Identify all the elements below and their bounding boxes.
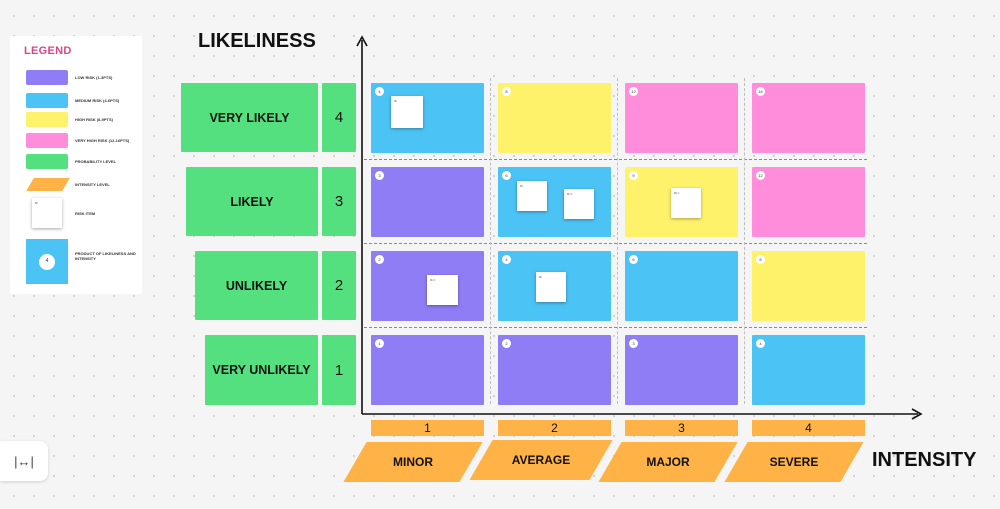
intensity-label-text: MINOR [393,455,433,469]
intensity-value-2[interactable]: 2 [498,420,611,436]
risk-item-note[interactable]: Ri [536,272,566,302]
cell-product: 3 [629,339,638,348]
likeliness-value-3[interactable]: 3 [322,167,356,236]
legend-label: RISK ITEM [75,211,96,216]
legend-swatch [26,133,68,148]
cell-product: 3 [375,171,384,180]
cell-product: 4 [502,255,511,264]
legend-swatch [26,154,68,169]
legend-label: LOW RISK (1-3pts) [75,75,113,80]
intensity-label-major[interactable]: MAJOR [598,442,738,482]
risk-cell[interactable]: 4 [752,335,865,405]
legend-label: MEDIUM RISK (4-6pts) [75,98,120,103]
legend-label: HIGH RISK (8-9pts) [75,117,114,122]
risk-cell[interactable]: 12 [625,83,738,153]
legend-panel: LEGEND LOW RISK (1-3pts) MEDIUM RISK (4-… [10,36,142,294]
likeliness-value-1[interactable]: 1 [322,335,356,405]
cell-product: 9 [629,171,638,180]
y-axis-arrowhead [356,35,368,47]
cell-product: 12 [629,87,638,96]
grid-divider [490,78,491,404]
risk-cell[interactable]: 2 Ri ri [371,251,484,321]
risk-item-note[interactable]: Ri [391,96,423,128]
risk-cell[interactable]: 8 [498,83,611,153]
risk-cell[interactable]: 8 [752,251,865,321]
intensity-label-minor[interactable]: MINOR [343,442,483,482]
cell-product: 8 [502,87,511,96]
legend-product-circle: 4 [39,254,55,270]
intensity-label-severe[interactable]: SEVERE [724,442,864,482]
risk-cell[interactable]: 2 [498,335,611,405]
intensity-value-3[interactable]: 3 [625,420,738,436]
cell-product: 2 [375,255,384,264]
y-axis-title: LIKELINESS [198,30,316,52]
fit-width-button[interactable]: |↔| [0,441,48,481]
risk-cell[interactable]: 9 Ri ri [625,167,738,237]
cell-product: 12 [756,171,765,180]
legend-sticky-note: Ri [32,198,62,228]
legend-swatch [26,70,68,85]
legend-swatch [26,112,68,127]
likeliness-label-very-unlikely[interactable]: VERY UNLIKELY [205,335,318,405]
cell-product: 6 [629,255,638,264]
legend-label: PROBABILITY LEVEL [75,159,117,164]
grid-divider [744,78,745,404]
grid-divider [364,159,867,160]
cell-product: 4 [375,87,384,96]
intensity-value-1[interactable]: 1 [371,420,484,436]
legend-label: INTENSITY LEVEL [75,182,110,187]
legend-label: VERY HIGH RISK (12-16pts) [75,138,130,143]
legend-label: PRODUCT OF LIKELINESS AND INTENSITY [75,251,136,261]
risk-item-note[interactable]: Ri ri [671,188,701,218]
risk-cell[interactable]: 3 [371,167,484,237]
risk-item-note[interactable]: Ri [517,181,547,211]
likeliness-value-4[interactable]: 4 [322,83,356,152]
likeliness-label-unlikely[interactable]: UNLIKELY [195,251,318,320]
cell-product: 4 [756,339,765,348]
cell-product: 1 [375,339,384,348]
x-axis-title: INTENSITY [872,449,977,471]
likeliness-label-very-likely[interactable]: VERY LIKELY [181,83,318,152]
risk-cell[interactable]: 3 [625,335,738,405]
intensity-value-4[interactable]: 4 [752,420,865,436]
legend-swatch: 4 [26,239,68,284]
risk-cell[interactable]: 6 [625,251,738,321]
risk-item-note[interactable]: Ri ri [427,275,458,305]
intensity-label-text: MAJOR [646,455,690,469]
intensity-label-average[interactable]: AVERAGE [469,440,613,480]
likeliness-value-2[interactable]: 2 [322,251,356,320]
risk-cell[interactable]: 6 Ri Ri ri [498,167,611,237]
grid-divider [364,243,867,244]
grid-divider [617,78,618,404]
risk-item-note[interactable]: Ri ri [564,189,594,219]
intensity-label-text: SEVERE [769,455,819,469]
risk-cell[interactable]: 12 [752,167,865,237]
risk-cell[interactable]: 4 Ri [498,251,611,321]
risk-cell[interactable]: 1 [371,335,484,405]
risk-cell[interactable]: 4 Ri [371,83,484,153]
fit-width-icon: |↔| [14,453,34,469]
cell-product: 8 [756,255,765,264]
intensity-label-text: AVERAGE [511,453,571,467]
x-axis-arrowhead [911,408,923,420]
likeliness-label-likely[interactable]: LIKELY [186,167,318,236]
risk-cell[interactable]: 16 [752,83,865,153]
legend-title: LEGEND [24,45,72,57]
legend-swatch [26,93,68,108]
cell-product: 6 [502,171,511,180]
cell-product: 2 [502,339,511,348]
cell-product: 16 [756,87,765,96]
grid-divider [364,327,867,328]
